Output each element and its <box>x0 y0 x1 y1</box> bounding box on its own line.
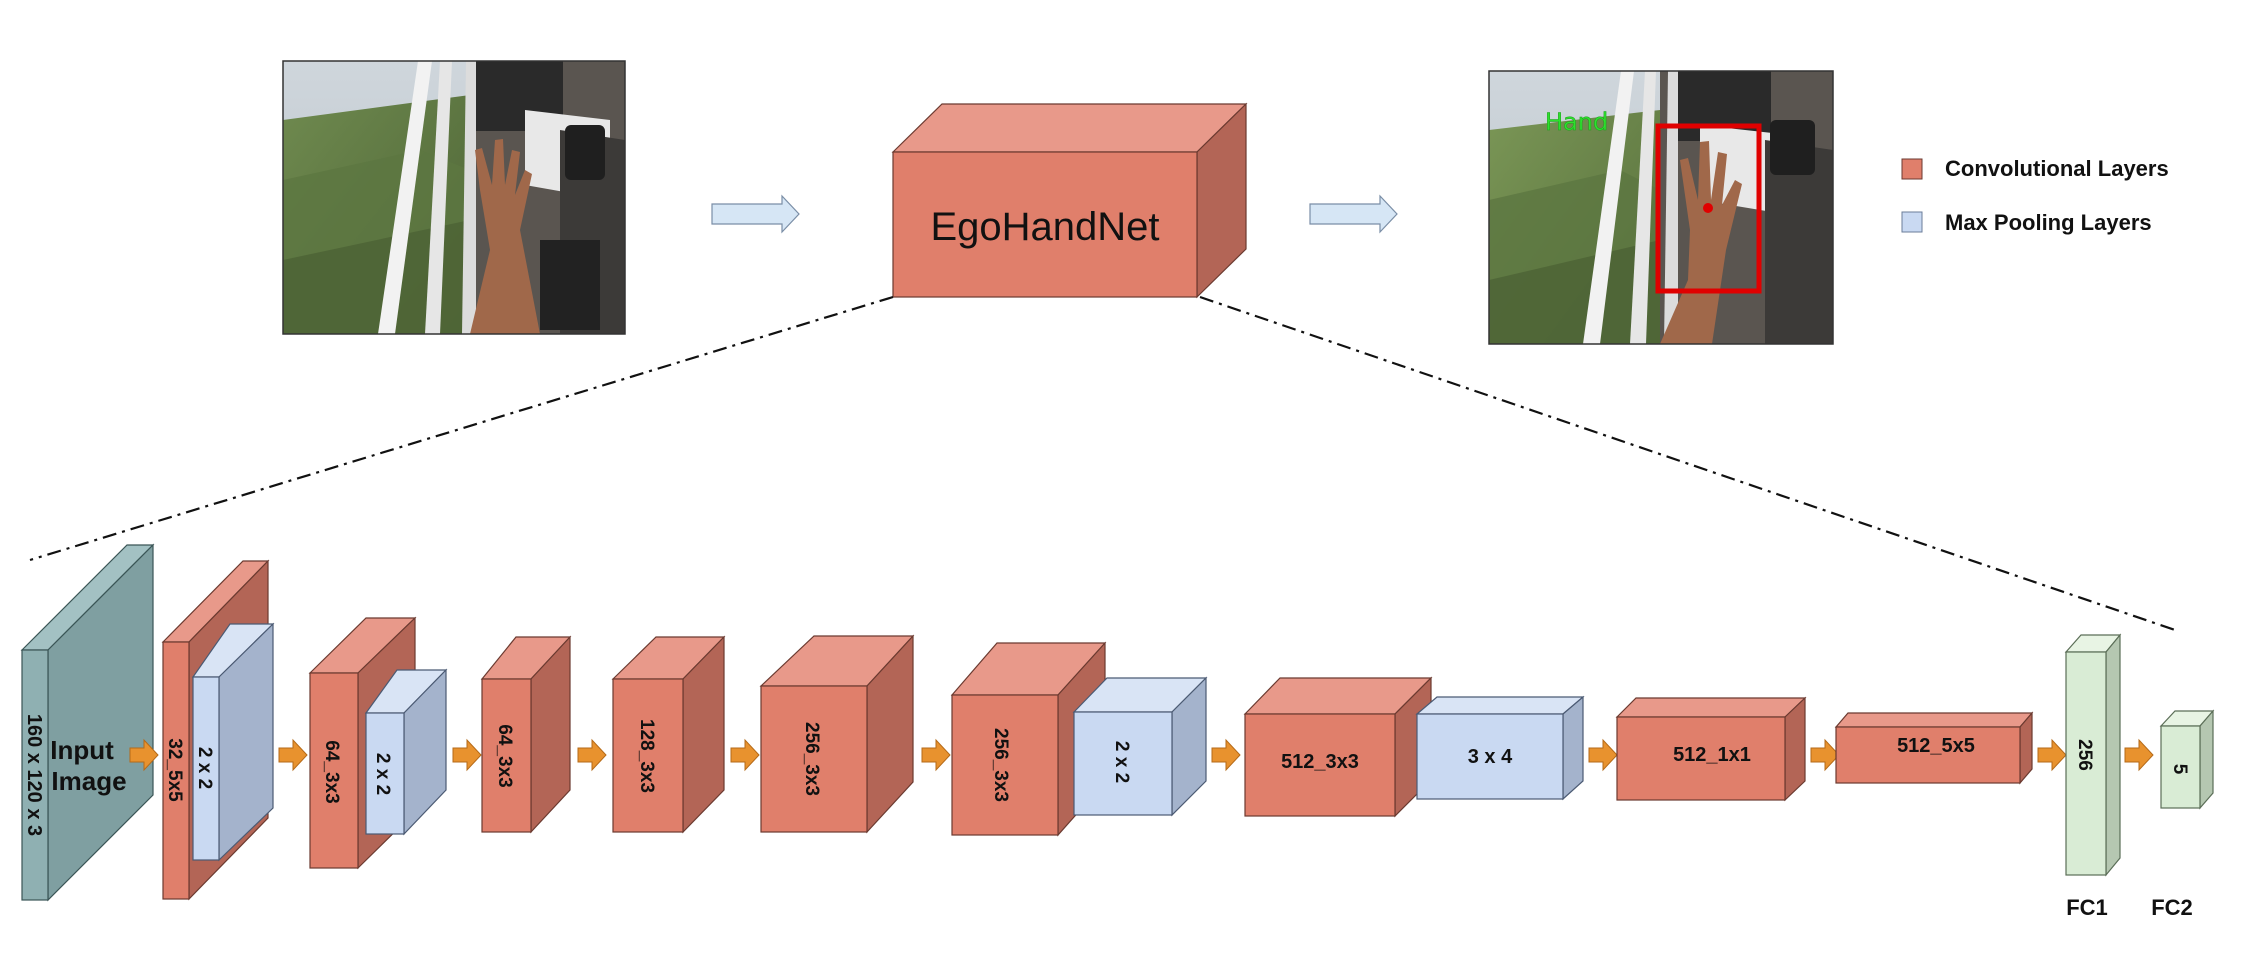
egohandnet-block: EgoHandNet <box>891 102 1248 299</box>
legend-pool-label: Max Pooling Layers <box>1945 210 2152 235</box>
input-text-line1: Input <box>50 735 114 765</box>
pipeline-arrow <box>1810 738 1840 772</box>
pipeline-arrow <box>1588 738 1618 772</box>
hand-detection-label: Hand <box>1545 108 1608 136</box>
legend-conv-label: Convolutional Layers <box>1945 156 2169 181</box>
conv-layer-label: 512_5x5 <box>1897 735 1975 757</box>
conv-layer-block: 512_1x1 <box>1615 696 1807 802</box>
input-text-line2: Image <box>51 766 126 796</box>
fc-layer-block: 256 <box>2064 633 2122 877</box>
fc-layer-block: 5 <box>2159 709 2215 810</box>
conv-layer-label: 128_3x3 <box>636 719 657 793</box>
pool-layer-block: 2 x 2 <box>191 622 275 862</box>
pool-layer-block: 2 x 2 <box>1072 676 1208 817</box>
legend-pool-swatch <box>1901 211 1923 233</box>
pipeline-arrow <box>129 738 159 772</box>
zoom-line-right <box>1199 295 2176 632</box>
input-dims-label: 160 x 120 x 3 <box>23 714 45 836</box>
pipeline-arrow <box>2124 738 2154 772</box>
conv-layer-block: 64_3x3 <box>480 635 572 834</box>
conv-layer-label: 512_3x3 <box>1281 751 1359 773</box>
pool-layer-label: 2 x 2 <box>1111 741 1132 783</box>
conv-layer-label: 512_1x1 <box>1673 744 1751 766</box>
conv-layer-block: 512_3x3 <box>1243 676 1433 818</box>
conv-layer-label: 64_3x3 <box>494 724 515 787</box>
conv-layer-block: 512_5x5 <box>1834 711 2034 785</box>
pipeline: 160 x 120 x 3 Input Image 32_5x5 2 x 2 6… <box>20 543 2215 920</box>
zoom-line-left <box>29 295 894 562</box>
conv-layer-block: 128_3x3 <box>611 635 726 834</box>
pipeline-arrow <box>278 738 308 772</box>
conv-layer-label: 256_3x3 <box>801 722 822 796</box>
input-photo <box>282 60 626 335</box>
fc-layer-label: 256 <box>2074 739 2095 771</box>
pipeline-arrow <box>2037 738 2067 772</box>
fc1-name: FC1 <box>2066 895 2108 920</box>
flow-arrow-to-output <box>1309 194 1398 234</box>
pipeline-arrow <box>452 738 482 772</box>
output-photo: Hand <box>1488 70 1834 345</box>
fc2-name: FC2 <box>2151 895 2193 920</box>
pipeline-arrow <box>577 738 607 772</box>
conv-layer-label: 32_5x5 <box>164 738 185 802</box>
flow-arrow-to-network <box>711 194 800 234</box>
pool-layer-label: 3 x 4 <box>1468 746 1513 768</box>
pool-layer-label: 2 x 2 <box>372 753 393 795</box>
pool-layer-block: 2 x 2 <box>364 668 448 836</box>
legend: Convolutional Layers Max Pooling Layers <box>1901 156 2169 235</box>
pipeline-arrow <box>1211 738 1241 772</box>
fc-layer-label: 5 <box>2169 764 2190 775</box>
legend-conv-swatch <box>1901 158 1923 180</box>
pipeline-arrow <box>921 738 951 772</box>
conv-layer-block: 256_3x3 <box>759 634 915 834</box>
network-name: EgoHandNet <box>930 205 1159 249</box>
conv-layer-label: 64_3x3 <box>321 740 342 803</box>
pool-layer-block: 3 x 4 <box>1415 695 1585 801</box>
input-layer-block: 160 x 120 x 3 Input Image <box>20 543 155 902</box>
pool-layer-label: 2 x 2 <box>194 747 215 789</box>
pipeline-arrow <box>730 738 760 772</box>
conv-layer-label: 256_3x3 <box>990 728 1011 802</box>
